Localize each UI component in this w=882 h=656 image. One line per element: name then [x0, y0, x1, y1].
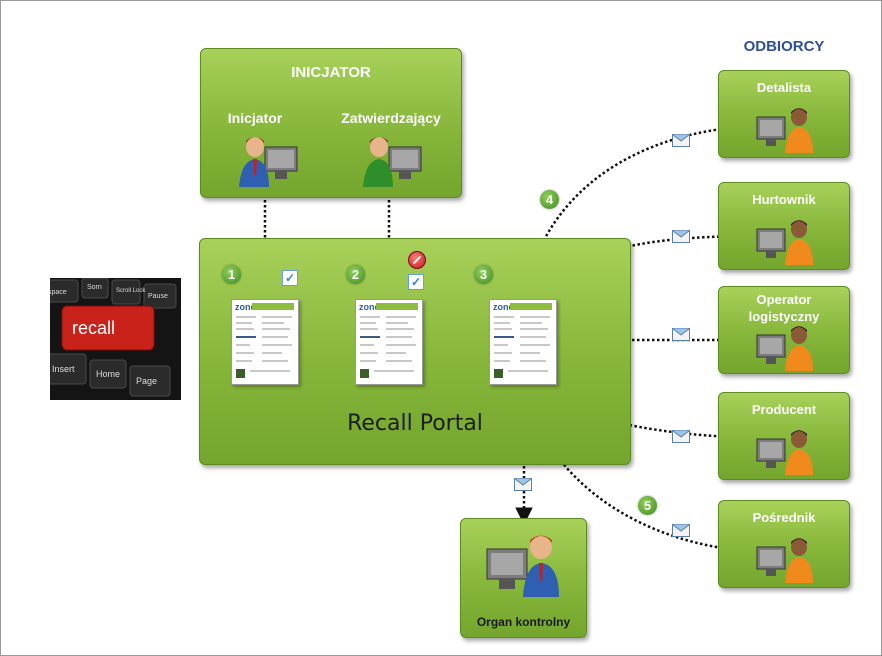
user-computer-icon [756, 538, 813, 583]
recipient-box-operator[interactable]: Operator logistyczny [718, 286, 850, 374]
envelope-icon [672, 430, 690, 443]
role-label-initiator: Inicjator [227, 110, 283, 126]
key-space-label: space [50, 289, 67, 296]
initiator-panel: INICJATOR Inicjator Zatwierdzający [200, 48, 462, 198]
recall-document-1[interactable]: zone [231, 299, 299, 385]
envelope-icon [672, 134, 690, 147]
recipient-box-posrednik[interactable]: Pośrednik [718, 500, 850, 588]
recipient-label: Detalista [756, 80, 812, 95]
key-pause-label: Pause [148, 293, 168, 300]
flow-marker-4: 4 [540, 190, 559, 209]
initiator-panel-title: INICJATOR [291, 64, 371, 81]
user-computer-icon [239, 137, 298, 187]
user-computer-icon [756, 220, 813, 265]
doc-logo: zone [493, 302, 514, 312]
arrow-doc3-posrednik [518, 380, 765, 561]
envelope-icon [672, 328, 690, 341]
key-recall-label: recall [72, 318, 115, 338]
portal-title: Recall Portal [347, 411, 483, 436]
envelope-icon [514, 478, 532, 491]
envelope-icon [672, 524, 690, 537]
key-scroll-label: Scroll Lock [116, 288, 146, 294]
step-number-2: 2 [346, 265, 365, 284]
user-computer-icon [756, 326, 813, 371]
recipient-label: Hurtownik [752, 192, 816, 207]
recall-document-2[interactable]: zone [355, 299, 423, 385]
prohibited-icon [408, 251, 426, 269]
key-sorn-label: Sorn [87, 284, 102, 291]
flow-marker-5: 5 [638, 496, 657, 515]
user-computer-icon [756, 108, 813, 153]
recipient-label: Operator logistyczny [748, 292, 820, 324]
checkmark-icon: ✓ [282, 270, 298, 286]
recipients-heading: ODBIORCY [743, 38, 825, 55]
user-computer-icon [486, 535, 559, 597]
step-number-3: 3 [474, 265, 493, 284]
recipient-box-producent[interactable]: Producent [718, 392, 850, 480]
recall-document-3[interactable]: zone [489, 299, 557, 385]
step-number-1: 1 [222, 265, 241, 284]
doc-logo: zone [359, 302, 380, 312]
recipient-box-hurtownik[interactable]: Hurtownik [718, 182, 850, 270]
control-authority-box[interactable]: Organ kontrolny [460, 518, 587, 638]
role-label-approver: Zatwierdzający [341, 110, 441, 126]
key-home-label: Home [96, 369, 120, 379]
recipient-label: Producent [751, 402, 817, 417]
checkmark-icon: ✓ [408, 274, 424, 290]
envelope-icon [672, 230, 690, 243]
recipient-box-detalista[interactable]: Detalista [718, 70, 850, 158]
doc-logo: zone [235, 302, 256, 312]
recipient-label: Pośrednik [752, 510, 816, 525]
control-authority-label: Organ kontrolny [476, 615, 571, 629]
key-insert-label: Insert [52, 364, 75, 374]
key-page-label: Page [136, 376, 157, 386]
user-computer-icon [363, 137, 422, 187]
user-computer-icon [756, 430, 813, 475]
recall-keyboard-image: space Sorn Scroll Lock Pause recall Inse… [50, 278, 181, 400]
